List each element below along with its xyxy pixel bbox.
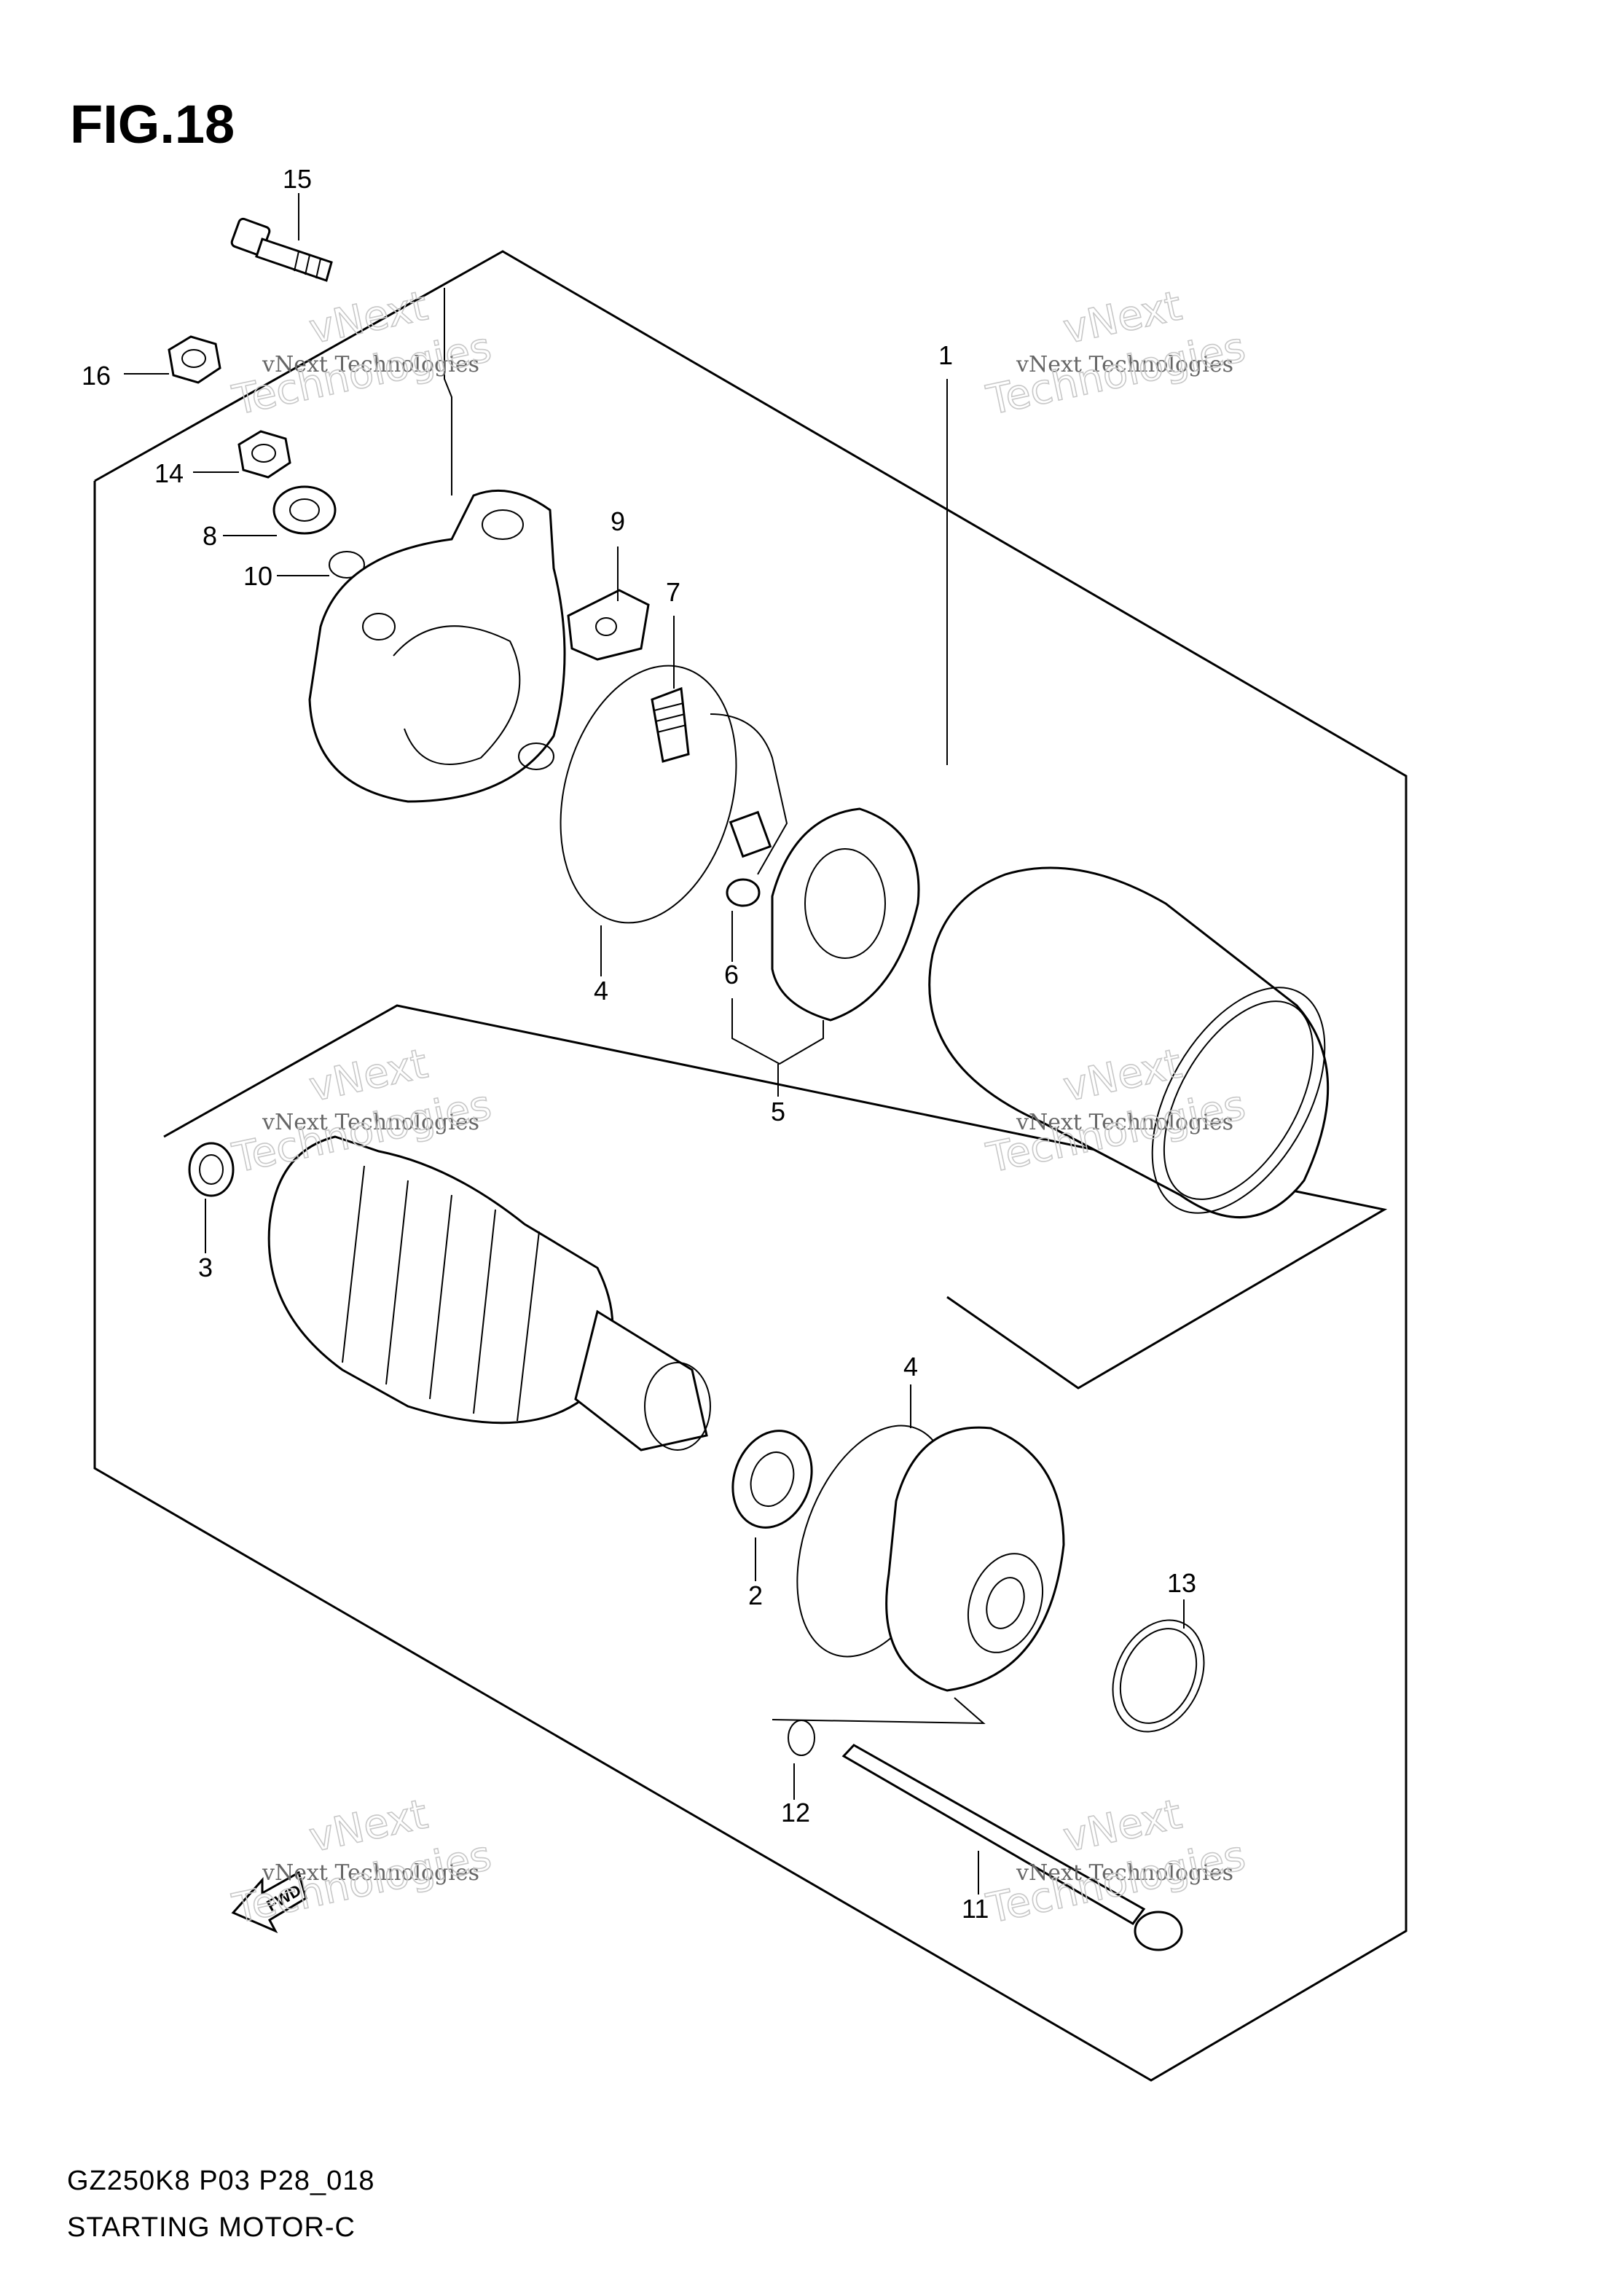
terminal-bolt-7 <box>651 686 690 763</box>
callout-15: 15 <box>283 164 312 194</box>
washer-3 <box>188 1142 235 1197</box>
assembly-boundary <box>93 250 1408 2082</box>
o-ring-4-top <box>560 665 737 924</box>
nut-16 <box>168 335 221 384</box>
yoke-tube <box>928 866 1330 1218</box>
callout-3: 3 <box>198 1253 213 1282</box>
armature <box>267 1135 711 1451</box>
callout-labels: 15 16 14 8 10 9 7 1 4 6 5 3 4 2 13 12 11 <box>82 164 1196 1924</box>
watermark-text: vNext Technologies <box>262 1860 479 1886</box>
callout-1: 1 <box>938 340 953 370</box>
callout-8: 8 <box>203 521 217 551</box>
model-code: GZ250K8 P03 P28_018 <box>67 2166 375 2196</box>
bolt-15 <box>230 217 333 282</box>
callout-6: 6 <box>724 960 739 990</box>
nut-14 <box>238 430 291 479</box>
armature-boundary <box>163 1004 1388 1390</box>
through-bolt-11 <box>841 1744 1183 1951</box>
callout-10: 10 <box>243 561 272 591</box>
callout-9: 9 <box>611 506 625 536</box>
brush-plate-5 <box>771 807 920 1022</box>
bushing-8 <box>272 485 337 535</box>
rear-housing <box>308 489 566 803</box>
callout-4-bottom: 4 <box>903 1352 918 1382</box>
o-ring-10 <box>329 551 365 579</box>
seal-2 <box>731 1430 813 1529</box>
o-ring-12 <box>788 1720 815 1756</box>
bracket-9 <box>567 589 650 661</box>
watermark-text: vNext Technologies <box>1016 1860 1233 1886</box>
watermark-text: vNext Technologies <box>1016 352 1233 377</box>
callout-4-top: 4 <box>594 976 608 1006</box>
watermark-text: vNext Technologies <box>262 1110 479 1135</box>
callout-12: 12 <box>781 1798 810 1827</box>
callout-11: 11 <box>962 1894 989 1924</box>
callout-16: 16 <box>82 361 111 391</box>
o-ring-13 <box>1112 1619 1205 1733</box>
callout-14: 14 <box>154 458 184 488</box>
callout-2: 2 <box>748 1580 763 1610</box>
front-cover <box>885 1426 1065 1692</box>
callout-13: 13 <box>1167 1568 1196 1598</box>
watermark-text: vNext Technologies <box>1016 1110 1233 1135</box>
callout-7: 7 <box>666 577 680 607</box>
nut-6 <box>726 878 761 907</box>
brush-holder <box>710 713 788 875</box>
callout-5: 5 <box>771 1097 785 1127</box>
figure-caption: STARTING MOTOR-C <box>67 2212 356 2243</box>
figure-title: FIG.18 <box>70 94 235 154</box>
watermark-text: vNext Technologies <box>262 352 479 377</box>
